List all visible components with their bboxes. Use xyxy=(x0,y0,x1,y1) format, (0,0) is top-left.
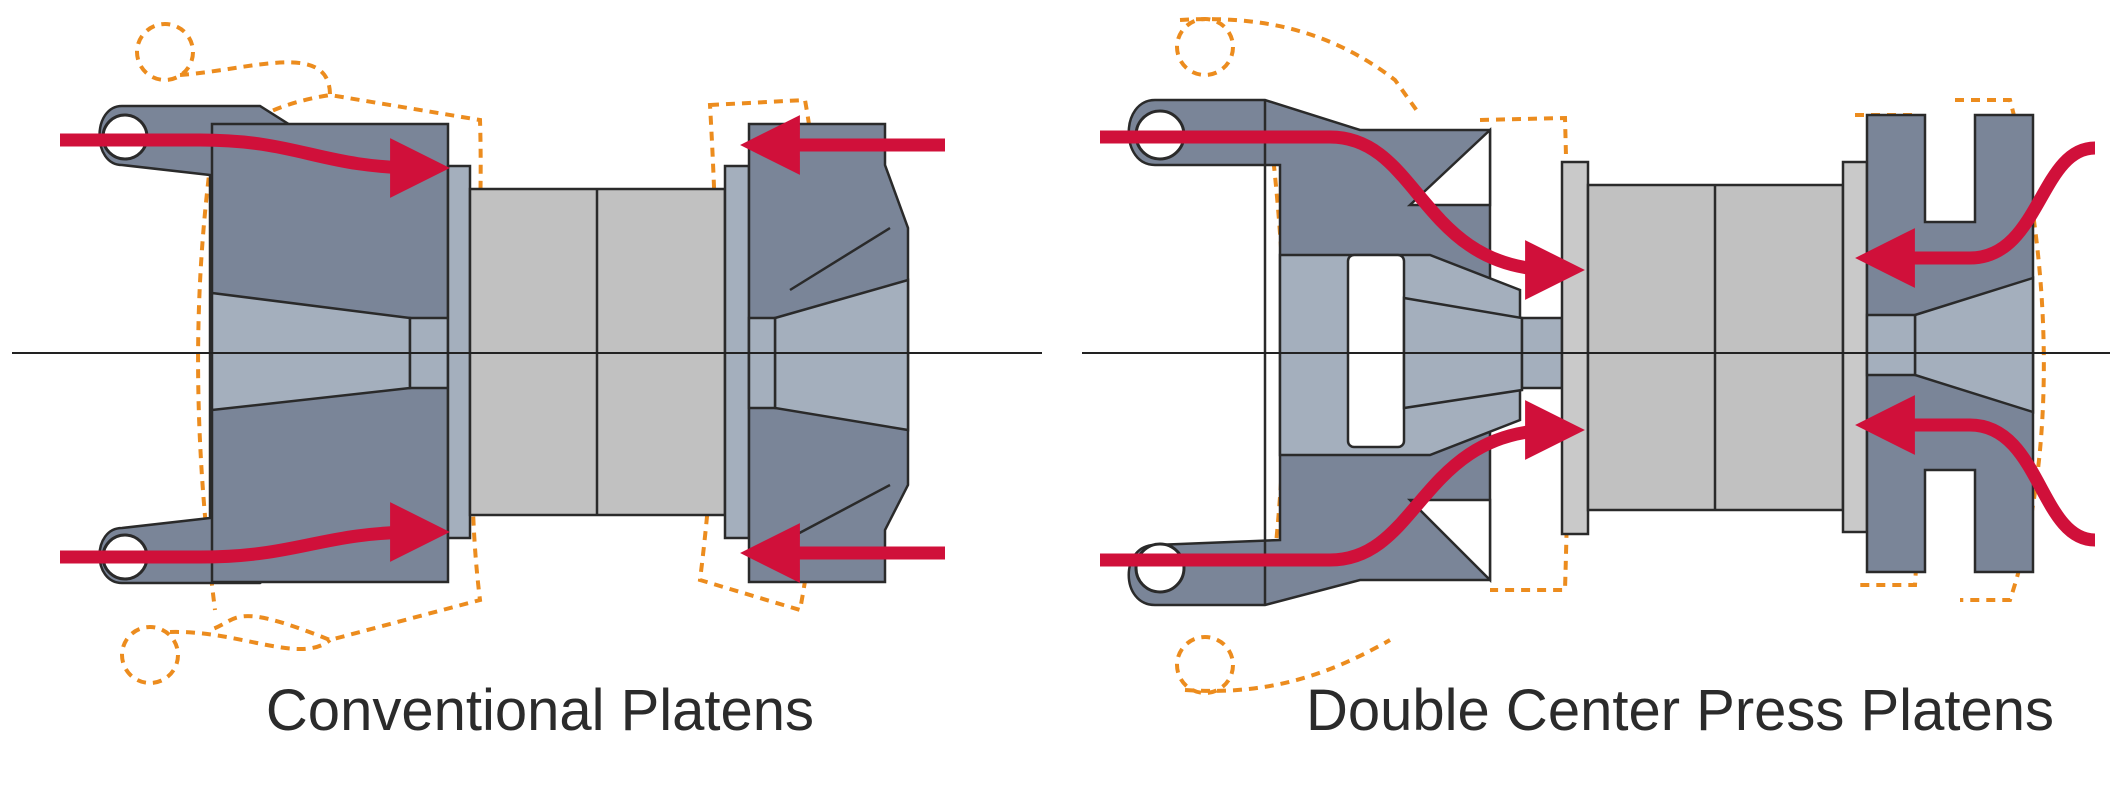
fixed-platen-double xyxy=(1841,113,2035,574)
double-center-press-platens-panel xyxy=(1100,17,2096,695)
force-arrow-icon xyxy=(60,115,945,583)
force-arrow-icon xyxy=(1100,130,2096,567)
caption-double-center-press-platens: Double Center Press Platens xyxy=(1306,678,2054,743)
mold-block xyxy=(1586,183,1845,512)
moving-platen xyxy=(98,104,472,585)
caption-conventional-platens: Conventional Platens xyxy=(265,678,815,743)
tie-bar-pivot-icon xyxy=(101,113,149,581)
tie-bar-pivot-icon xyxy=(1134,109,1186,594)
